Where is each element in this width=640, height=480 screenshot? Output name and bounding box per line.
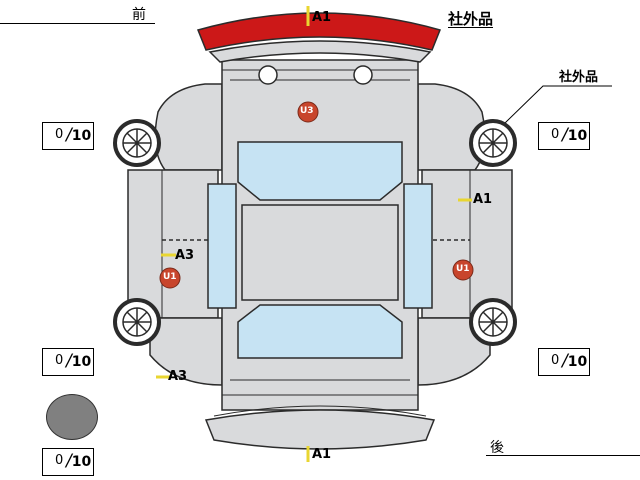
tire-spare-value: 0 — [55, 453, 64, 468]
aftermarket-leader-line — [504, 85, 612, 124]
badge-roof — [297, 101, 319, 123]
badge-left-door-label: U1 — [163, 272, 177, 282]
wheel-left-rear — [113, 298, 161, 346]
rear-window — [237, 304, 403, 359]
right-door-panel — [421, 169, 513, 319]
front-grille — [208, 40, 432, 63]
tire-box-right-front: 0 /10 — [538, 122, 590, 150]
tire-right-front-total: /10 — [562, 125, 588, 145]
tire-right-front-value: 0 — [551, 127, 560, 142]
front-label-line — [0, 23, 155, 24]
tire-box-right-rear: 0 /10 — [538, 348, 590, 376]
tire-left-rear-value: 0 — [55, 353, 64, 368]
windshield — [237, 141, 403, 201]
rear-bumper — [204, 409, 436, 450]
badge-left-door — [159, 267, 181, 289]
spare-tire — [46, 394, 98, 440]
damage-left-front-door: A3 — [175, 248, 195, 263]
tire-left-front-total: /10 — [66, 125, 92, 145]
tire-box-left-rear: 0 /10 — [42, 348, 94, 376]
rear-label: 後 — [490, 440, 504, 456]
right-side-window — [403, 183, 433, 309]
aftermarket-bumper-label: 社外品 — [448, 10, 494, 28]
aftermarket-wheel-label: 社外品 — [559, 70, 599, 85]
left-side-window — [207, 183, 237, 309]
wheel-right-front — [469, 119, 517, 167]
tire-right-rear-value: 0 — [551, 353, 560, 368]
roof — [241, 204, 399, 301]
damage-left-rear-fender: A3 — [168, 369, 188, 384]
tire-right-rear-total: /10 — [562, 351, 588, 371]
tire-left-rear-total: /10 — [66, 351, 92, 371]
tire-left-front-value: 0 — [55, 127, 64, 142]
badge-right-door-label: U1 — [456, 264, 470, 274]
tire-box-spare: 0 /10 — [42, 448, 94, 476]
badge-right-door — [452, 259, 474, 281]
left-door-panel — [127, 169, 219, 319]
right-headlight — [353, 65, 373, 85]
damage-rear-bumper: A1 — [312, 447, 332, 462]
tire-spare-total: /10 — [66, 451, 92, 471]
front-label: 前 — [132, 7, 146, 23]
badge-roof-label: U3 — [300, 106, 314, 116]
left-front-fender — [154, 83, 223, 171]
wheel-left-front — [113, 119, 161, 167]
damage-right-front-door: A1 — [473, 192, 493, 207]
tire-box-left-front: 0 /10 — [42, 122, 94, 150]
wheel-right-rear — [469, 298, 517, 346]
rear-label-line — [486, 455, 640, 456]
left-headlight — [258, 65, 278, 85]
front-bumper — [196, 12, 442, 51]
damage-front-bumper: A1 — [312, 10, 332, 25]
